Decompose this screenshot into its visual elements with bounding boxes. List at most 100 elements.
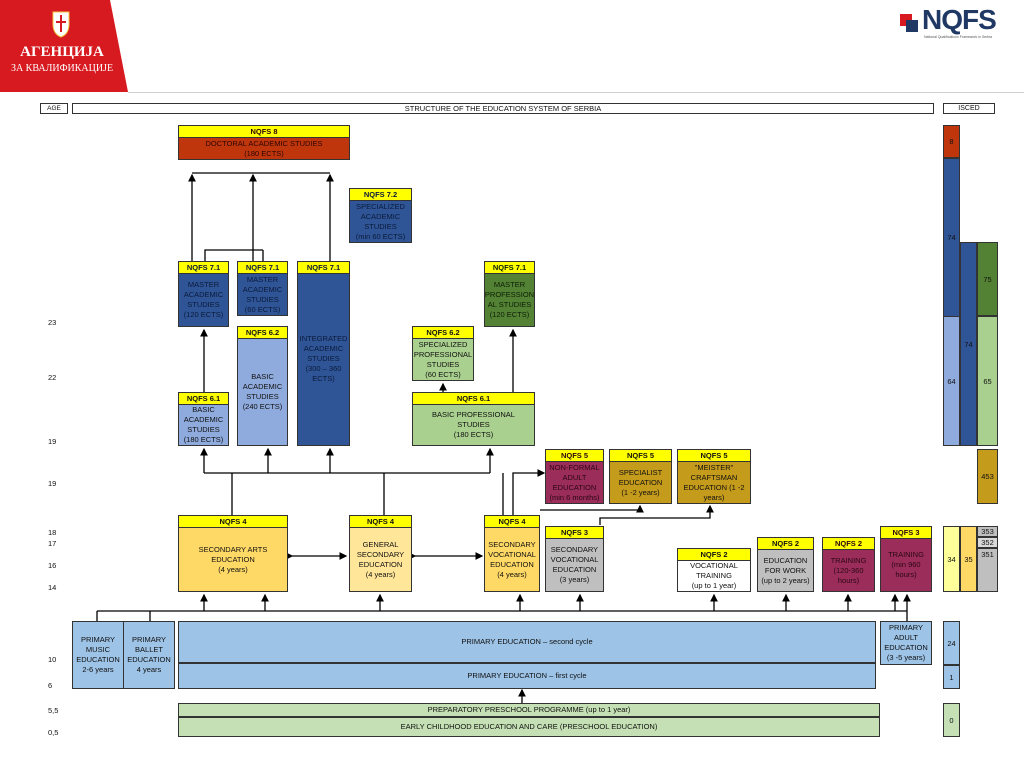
age-value: 18 (48, 528, 57, 537)
training-120-360-box: NQFS 2 TRAINING (120-360 hours) (822, 537, 875, 592)
integrated-academic-box: NQFS 7.1 INTEGRATED ACADEMIC STUDIES (30… (297, 261, 350, 446)
primary-first-cycle-box: PRIMARY EDUCATION – first cycle (178, 663, 876, 689)
nqfs-level-header: NQFS 5 (678, 450, 750, 462)
age-value: 19 (48, 479, 57, 488)
nqfs-level-header: NQFS 2 (678, 549, 750, 561)
nqfs-level-header: NQFS 3 (546, 527, 603, 539)
nqfs-level-header: NQFS 4 (350, 516, 411, 528)
nqfs-level-header: NQFS 6.2 (238, 327, 287, 339)
age-value: 14 (48, 583, 57, 592)
primary-ballet-box: PRIMARY BALLET EDUCATION 4 years (123, 621, 175, 689)
secondary-arts-box: NQFS 4 SECONDARY ARTS EDUCATION (4 years… (178, 515, 288, 592)
age-value: 6 (48, 681, 53, 690)
primary-adult-box: PRIMARY ADULT EDUCATION (3 -5 years) (880, 621, 932, 665)
header-divider (128, 92, 1024, 93)
isced-code: 0 (943, 703, 960, 737)
nqfs-logo-text: NQFS (922, 4, 997, 35)
agency-name-line2: ЗА КВАЛИФИКАЦИЈЕ (10, 63, 114, 74)
age-value: 5,5 (48, 706, 59, 715)
nqfs-level-header: NQFS 2 (758, 538, 813, 550)
box-body: BASIC ACADEMIC STUDIES (240 ECTS) (242, 372, 283, 411)
box-body: PREPARATORY PRESCHOOL PROGRAMME (up to 1… (427, 705, 631, 714)
nqfs-level-header: NQFS 4 (179, 516, 287, 528)
box-body: MASTER PROFESSION AL STUDIES (120 ECTS) (484, 280, 535, 319)
meister-craftsman-box: NQFS 5 "MEISTER" CRAFTSMAN EDUCATION (1 … (677, 449, 751, 504)
nqfs-level-header: NQFS 7.1 (179, 262, 228, 274)
box-body: TRAINING (min 960 hours) (888, 550, 924, 579)
box-body: GENERAL SECONDARY EDUCATION (4 years) (356, 539, 405, 579)
isced-code: 75 (977, 242, 998, 316)
basic-professional-box: NQFS 6.1 BASIC PROFESSIONAL STUDIES (180… (412, 392, 535, 446)
isced-code: 453 (977, 449, 998, 504)
box-body: MASTER ACADEMIC STUDIES (120 ECTS) (183, 280, 224, 319)
general-secondary-box: NQFS 4 GENERAL SECONDARY EDUCATION (4 ye… (349, 515, 412, 592)
nqfs-level-header: NQFS 5 (546, 450, 603, 462)
isced-code: 353 (977, 526, 998, 537)
secondary-vocational-3-box: NQFS 3 SECONDARY VOCATIONAL EDUCATION (3… (545, 526, 604, 592)
box-body: SPECIALIST EDUCATION (1 -2 years) (618, 467, 663, 497)
box-body: SECONDARY ARTS EDUCATION (4 years) (198, 544, 268, 574)
age-value: 17 (48, 539, 57, 548)
nqfs-level-header: NQFS 6.2 (413, 327, 473, 339)
nqfs-logo-subtitle: National Qualifications Framework in Ser… (924, 35, 993, 39)
isced-code: 351 (977, 548, 998, 592)
box-body: PRIMARY EDUCATION – second cycle (461, 637, 593, 646)
box-body: VOCATIONAL TRAINING (up to 1 year) (690, 561, 738, 590)
box-body: TRAINING (120-360 hours) (830, 555, 867, 585)
isced-code: 74 (943, 158, 960, 317)
nqfs-level-header: NQFS 8 (179, 126, 349, 138)
box-body: PRIMARY MUSIC EDUCATION 2-6 years (76, 635, 120, 674)
isced-code: 35 (960, 526, 977, 592)
box-body: PRIMARY ADULT EDUCATION (3 -5 years) (884, 623, 928, 662)
specialized-professional-box: NQFS 6.2 SPECIALIZED PROFESSIONAL STUDIE… (412, 326, 474, 381)
agency-logo-block: АГЕНЦИЈА ЗА КВАЛИФИКАЦИЈЕ (0, 0, 128, 92)
isced-code: 74 (960, 242, 977, 446)
age-value: 16 (48, 561, 57, 570)
age-value: 23 (48, 318, 57, 327)
nqfs-logo: NQFS National Qualifications Framework i… (898, 4, 1020, 44)
isced-code: 65 (977, 316, 998, 446)
age-label: AGE (40, 103, 68, 114)
nqfs-level-header: NQFS 3 (881, 527, 931, 539)
master-professional-box: NQFS 7.1 MASTER PROFESSION AL STUDIES (1… (484, 261, 535, 327)
training-min960-box: NQFS 3 TRAINING (min 960 hours) (880, 526, 932, 592)
nqfs-level-header: NQFS 5 (610, 450, 671, 462)
age-value: 10 (48, 655, 57, 664)
isced-code: 352 (977, 537, 998, 548)
isced-code: 64 (943, 316, 960, 446)
specialist-education-box: NQFS 5 SPECIALIST EDUCATION (1 -2 years) (609, 449, 672, 504)
box-body: INTEGRATED ACADEMIC STUDIES (300 – 360 E… (299, 334, 348, 383)
box-body: SECONDARY VOCATIONAL EDUCATION (4 years) (488, 539, 536, 579)
basic-academic-180-box: NQFS 6.1 BASIC ACADEMIC STUDIES (180 ECT… (178, 392, 229, 446)
age-value: 0,5 (48, 728, 59, 737)
isced-code: 8 (943, 125, 960, 158)
box-body: SPECIALIZED PROFESSIONAL STUDIES (60 ECT… (413, 339, 473, 379)
nqfs72-specialized-academic-box: NQFS 7.2 SPECIALIZED ACADEMIC STUDIES (m… (349, 188, 412, 243)
nqfs-level-header: NQFS 4 (485, 516, 539, 528)
nqfs8-doctoral-box: NQFS 8 DOCTORAL ACADEMIC STUDIES (180 EC… (178, 125, 350, 160)
box-body: PRIMARY EDUCATION – first cycle (467, 671, 587, 680)
master-academic-60-box: NQFS 7.1 MASTER ACADEMIC STUDIES (60 ECT… (237, 261, 288, 316)
box-body: EARLY CHILDHOOD EDUCATION AND CARE (PRES… (400, 722, 658, 731)
diagram-title: STRUCTURE OF THE EDUCATION SYSTEM OF SER… (72, 103, 934, 114)
nonformal-adult-box: NQFS 5 NON-FORMAL ADULT EDUCATION (min 6… (545, 449, 604, 504)
serbian-coat-of-arms-icon (50, 8, 72, 38)
basic-academic-240-box: NQFS 6.2 BASIC ACADEMIC STUDIES (240 ECT… (237, 326, 288, 446)
isced-label: ISCED (943, 103, 995, 114)
box-body: DOCTORAL ACADEMIC STUDIES (180 ECTS) (205, 138, 323, 158)
box-body: SPECIALIZED ACADEMIC STUDIES (min 60 ECT… (355, 201, 406, 241)
box-body: SECONDARY VOCATIONAL EDUCATION (3 years) (550, 545, 599, 584)
isced-code: 1 (943, 665, 960, 689)
nqfs-level-header: NQFS 7.1 (298, 262, 349, 274)
early-childhood-box: EARLY CHILDHOOD EDUCATION AND CARE (PRES… (178, 717, 880, 737)
agency-name-line1: АГЕНЦИЈА (20, 44, 104, 60)
box-body: NON-FORMAL ADULT EDUCATION (min 6 months… (549, 462, 600, 502)
box-body: BASIC ACADEMIC STUDIES (180 ECTS) (183, 405, 224, 444)
primary-music-box: PRIMARY MUSIC EDUCATION 2-6 years (72, 621, 124, 689)
age-value: 19 (48, 437, 57, 446)
nqfs-level-header: NQFS 2 (823, 538, 874, 550)
nqfs-level-header: NQFS 7.1 (485, 262, 534, 274)
preparatory-preschool-box: PREPARATORY PRESCHOOL PROGRAMME (up to 1… (178, 703, 880, 717)
master-academic-120-box: NQFS 7.1 MASTER ACADEMIC STUDIES (120 EC… (178, 261, 229, 327)
